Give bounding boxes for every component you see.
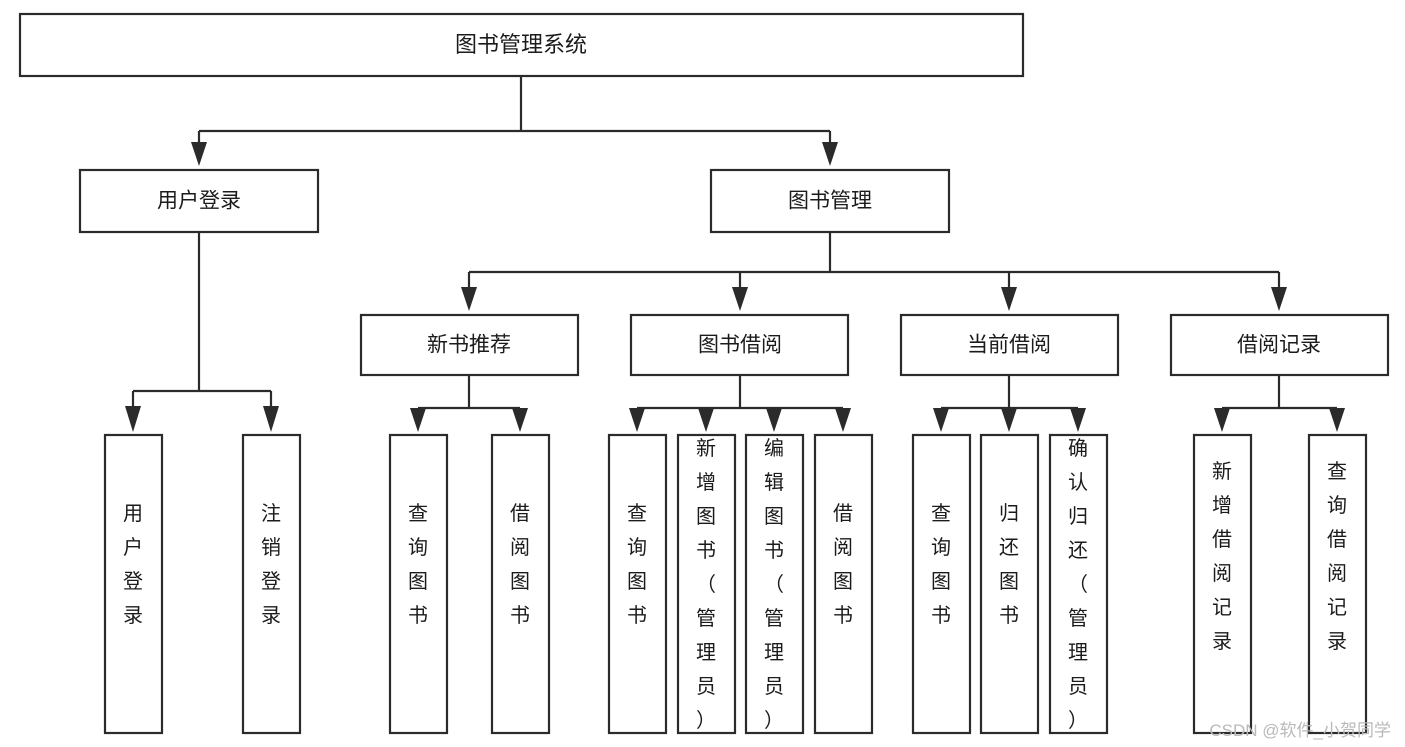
leaf-node[interactable]: 注销登录	[241, 433, 302, 735]
node-new-book-recommend-label: 新书推荐	[427, 334, 511, 357]
arrow-head-icon	[822, 142, 838, 166]
connector-new-book-to-leaves	[410, 375, 528, 432]
leaf-label: 确认归还（管理员）	[1068, 437, 1088, 732]
leaf-node[interactable]: 借阅图书	[490, 433, 551, 735]
leaf-label: 查询借阅记录	[1327, 460, 1347, 653]
leaf-label: 注销登录	[261, 502, 281, 627]
node-book-manage[interactable]: 图书管理	[709, 168, 951, 234]
arrow-head-icon	[461, 287, 477, 311]
node-borrow-record-label: 借阅记录	[1237, 334, 1321, 357]
leaf-node[interactable]: 用户登录	[103, 433, 164, 735]
arrow-head-icon	[1214, 408, 1230, 432]
arrow-head-icon	[933, 408, 949, 432]
arrow-head-icon	[835, 408, 851, 432]
arrow-head-icon	[512, 408, 528, 432]
node-new-book-recommend[interactable]: 新书推荐	[359, 313, 580, 377]
node-book-borrow[interactable]: 图书借阅	[629, 313, 850, 377]
leaf-node[interactable]: 查询图书	[911, 433, 972, 735]
watermark-text: CSDN @软件_小贺同学	[1209, 721, 1391, 740]
node-current-borrow-label: 当前借阅	[967, 334, 1051, 357]
node-book-borrow-label: 图书借阅	[698, 334, 782, 357]
arrow-head-icon	[766, 408, 782, 432]
leaf-label: 查询图书	[408, 502, 428, 627]
connector-book-manage-to-level3	[461, 232, 1287, 311]
node-book-manage-label: 图书管理	[788, 190, 872, 213]
leaf-node[interactable]: 归还图书	[979, 433, 1040, 735]
connector-current-borrow-to-leaves	[933, 375, 1086, 432]
arrow-head-icon	[1271, 287, 1287, 311]
leaf-node[interactable]: 借阅图书	[813, 433, 874, 735]
leaf-label: 查询图书	[627, 502, 647, 627]
arrow-head-icon	[125, 406, 141, 432]
arrow-head-icon	[732, 287, 748, 311]
leaf-label: 借阅图书	[833, 502, 853, 627]
leaf-node[interactable]: 查询图书	[607, 433, 668, 735]
leaf-label: 查询图书	[931, 502, 951, 627]
leaf-label: 归还图书	[999, 502, 1019, 627]
connector-borrow-record-to-leaves	[1214, 375, 1345, 432]
arrow-head-icon	[1329, 408, 1345, 432]
leaf-node[interactable]: 确认归还（管理员）	[1048, 433, 1109, 735]
node-root-system[interactable]: 图书管理系统	[18, 12, 1025, 78]
arrow-head-icon	[698, 408, 714, 432]
leaf-label: 编辑图书（管理员）	[764, 437, 784, 732]
arrow-head-icon	[629, 408, 645, 432]
leaf-node[interactable]: 新增图书（管理员）	[676, 433, 737, 735]
arrow-head-icon	[410, 408, 426, 432]
leaf-label: 新增图书（管理员）	[696, 437, 716, 732]
leaf-node[interactable]: 查询图书	[388, 433, 449, 735]
connector-user-login-to-leaves	[125, 232, 279, 432]
connector-book-borrow-to-leaves	[629, 375, 851, 432]
node-user-login-label: 用户登录	[157, 190, 241, 213]
leaf-label: 新增借阅记录	[1212, 460, 1232, 653]
leaf-label: 借阅图书	[510, 502, 530, 627]
leaf-node[interactable]: 新增借阅记录	[1192, 433, 1253, 735]
leaf-node[interactable]: 编辑图书（管理员）	[744, 433, 805, 735]
arrow-head-icon	[1001, 287, 1017, 311]
node-root-system-label: 图书管理系统	[455, 32, 587, 57]
leaf-node[interactable]: 查询借阅记录	[1307, 433, 1368, 735]
arrow-head-icon	[191, 142, 207, 166]
node-borrow-record[interactable]: 借阅记录	[1169, 313, 1390, 377]
node-user-login[interactable]: 用户登录	[78, 168, 320, 234]
arrow-head-icon	[1070, 408, 1086, 432]
leaf-label: 用户登录	[123, 503, 143, 627]
arrow-head-icon	[1001, 408, 1017, 432]
connector-root-to-level2	[191, 76, 838, 166]
node-current-borrow[interactable]: 当前借阅	[899, 313, 1120, 377]
arrow-head-icon	[263, 406, 279, 432]
